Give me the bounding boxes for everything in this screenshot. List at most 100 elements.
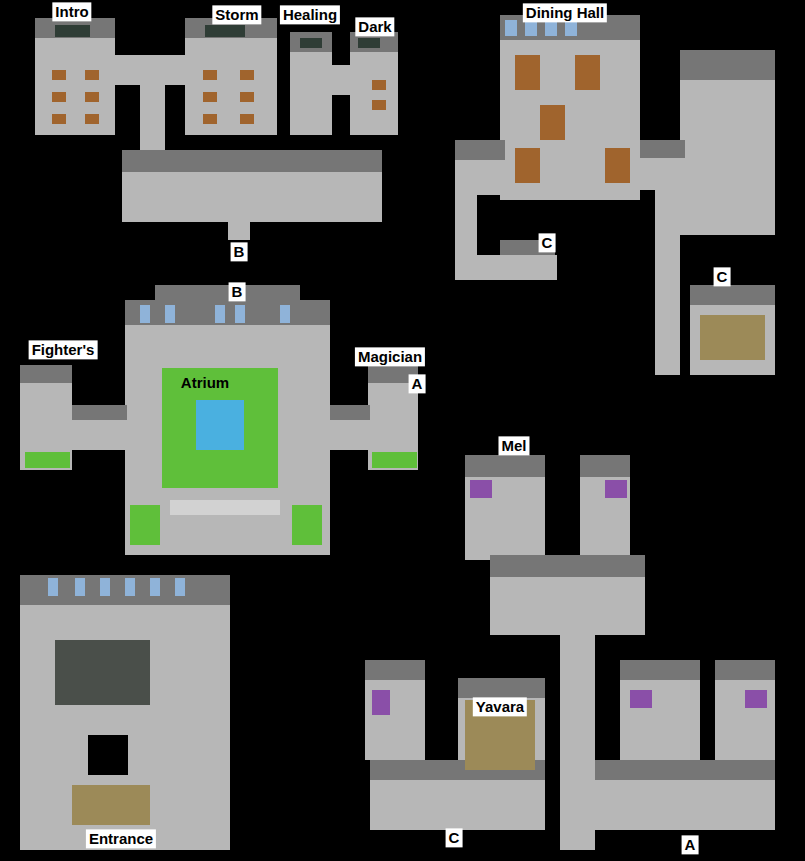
window — [175, 578, 185, 596]
stone-floor — [113, 55, 143, 85]
stone-floor — [72, 405, 127, 450]
wooden-desk — [85, 70, 99, 80]
window — [125, 578, 135, 596]
room-label: C — [714, 267, 731, 286]
wooden-desk — [85, 114, 99, 124]
wooden-desk — [515, 55, 540, 90]
stone-wall — [715, 660, 775, 680]
stone-wall — [490, 555, 645, 577]
stone-floor — [20, 365, 72, 470]
stone-floor — [595, 760, 775, 830]
blackboard — [358, 38, 380, 48]
bed — [372, 690, 390, 715]
wooden-desk — [203, 70, 217, 80]
stone-floor — [655, 190, 680, 375]
room-label: Storm — [212, 5, 261, 24]
stairs — [170, 500, 280, 515]
stone-wall — [595, 760, 775, 780]
grass — [372, 452, 417, 468]
dark-pit — [88, 735, 128, 775]
stone-wall — [465, 455, 545, 477]
stone-floor — [580, 455, 630, 560]
stone-floor — [350, 32, 398, 135]
wooden-desk — [372, 100, 386, 110]
room-label: C — [446, 828, 463, 847]
wooden-desk — [240, 70, 254, 80]
blackboard — [300, 38, 322, 48]
bed — [470, 480, 492, 498]
room-label: Atrium — [178, 373, 232, 392]
bed — [630, 690, 652, 708]
room-label: C — [539, 233, 556, 252]
stone-wall — [580, 455, 630, 477]
room-label: Dining Hall — [523, 3, 607, 22]
stone-floor — [455, 195, 477, 280]
wooden-desk — [540, 105, 565, 140]
stone-wall-group — [20, 15, 775, 780]
stone-floor — [330, 65, 352, 95]
stone-floor — [20, 575, 230, 850]
bed — [745, 690, 767, 708]
stone-wall — [20, 575, 230, 605]
window — [150, 578, 160, 596]
stone-floor — [125, 300, 330, 555]
stone-floor — [620, 660, 700, 760]
room-label: A — [682, 835, 699, 854]
stone-floor — [35, 18, 115, 135]
room-label: Entrance — [86, 829, 156, 848]
stone-wall — [365, 660, 425, 680]
stone-floor — [140, 55, 165, 155]
window — [280, 305, 290, 323]
stone-wall — [455, 140, 505, 160]
grass — [292, 505, 322, 545]
stone-wall — [290, 32, 332, 52]
stone-wall — [122, 150, 382, 172]
stone-floor — [490, 555, 645, 635]
stone-wall — [125, 300, 330, 325]
stone-wall — [690, 285, 775, 305]
stone-floor — [185, 18, 277, 135]
wooden-desk-group — [52, 55, 630, 183]
wooden-desk — [52, 70, 66, 80]
blackboard — [55, 25, 90, 37]
wooden-desk — [605, 148, 630, 183]
carpet — [700, 315, 765, 360]
stone-floor — [365, 660, 425, 760]
grass-group — [25, 368, 417, 545]
blackboard — [205, 25, 245, 37]
stone-floor — [560, 635, 595, 850]
entrance-pool-group — [55, 640, 150, 705]
stone-wall — [155, 285, 300, 300]
stone-wall — [620, 660, 700, 680]
stone-wall — [72, 405, 127, 420]
stone-wall — [640, 140, 685, 158]
wooden-desk — [203, 114, 217, 124]
stone-floor — [122, 150, 382, 222]
grass — [130, 505, 160, 545]
stone-floor — [500, 15, 640, 200]
stone-floor — [228, 222, 250, 240]
wooden-desk — [85, 92, 99, 102]
room-label: Mel — [498, 436, 529, 455]
stairs-group — [170, 500, 280, 515]
bed — [605, 480, 627, 498]
room-label: Dark — [355, 17, 394, 36]
wooden-desk — [372, 80, 386, 90]
window — [215, 305, 225, 323]
room-label: A — [409, 374, 426, 393]
grass — [162, 368, 278, 488]
stone-floor — [465, 455, 545, 560]
stone-floor — [715, 660, 775, 760]
room-label: B — [229, 282, 246, 301]
stone-wall — [458, 678, 545, 698]
room-label: Magician — [355, 347, 425, 366]
wooden-desk — [515, 148, 540, 183]
room-label: B — [231, 242, 248, 261]
carpet-group — [72, 315, 765, 825]
window-group — [48, 20, 577, 596]
room-label: Healing — [280, 5, 340, 24]
window — [505, 20, 517, 36]
